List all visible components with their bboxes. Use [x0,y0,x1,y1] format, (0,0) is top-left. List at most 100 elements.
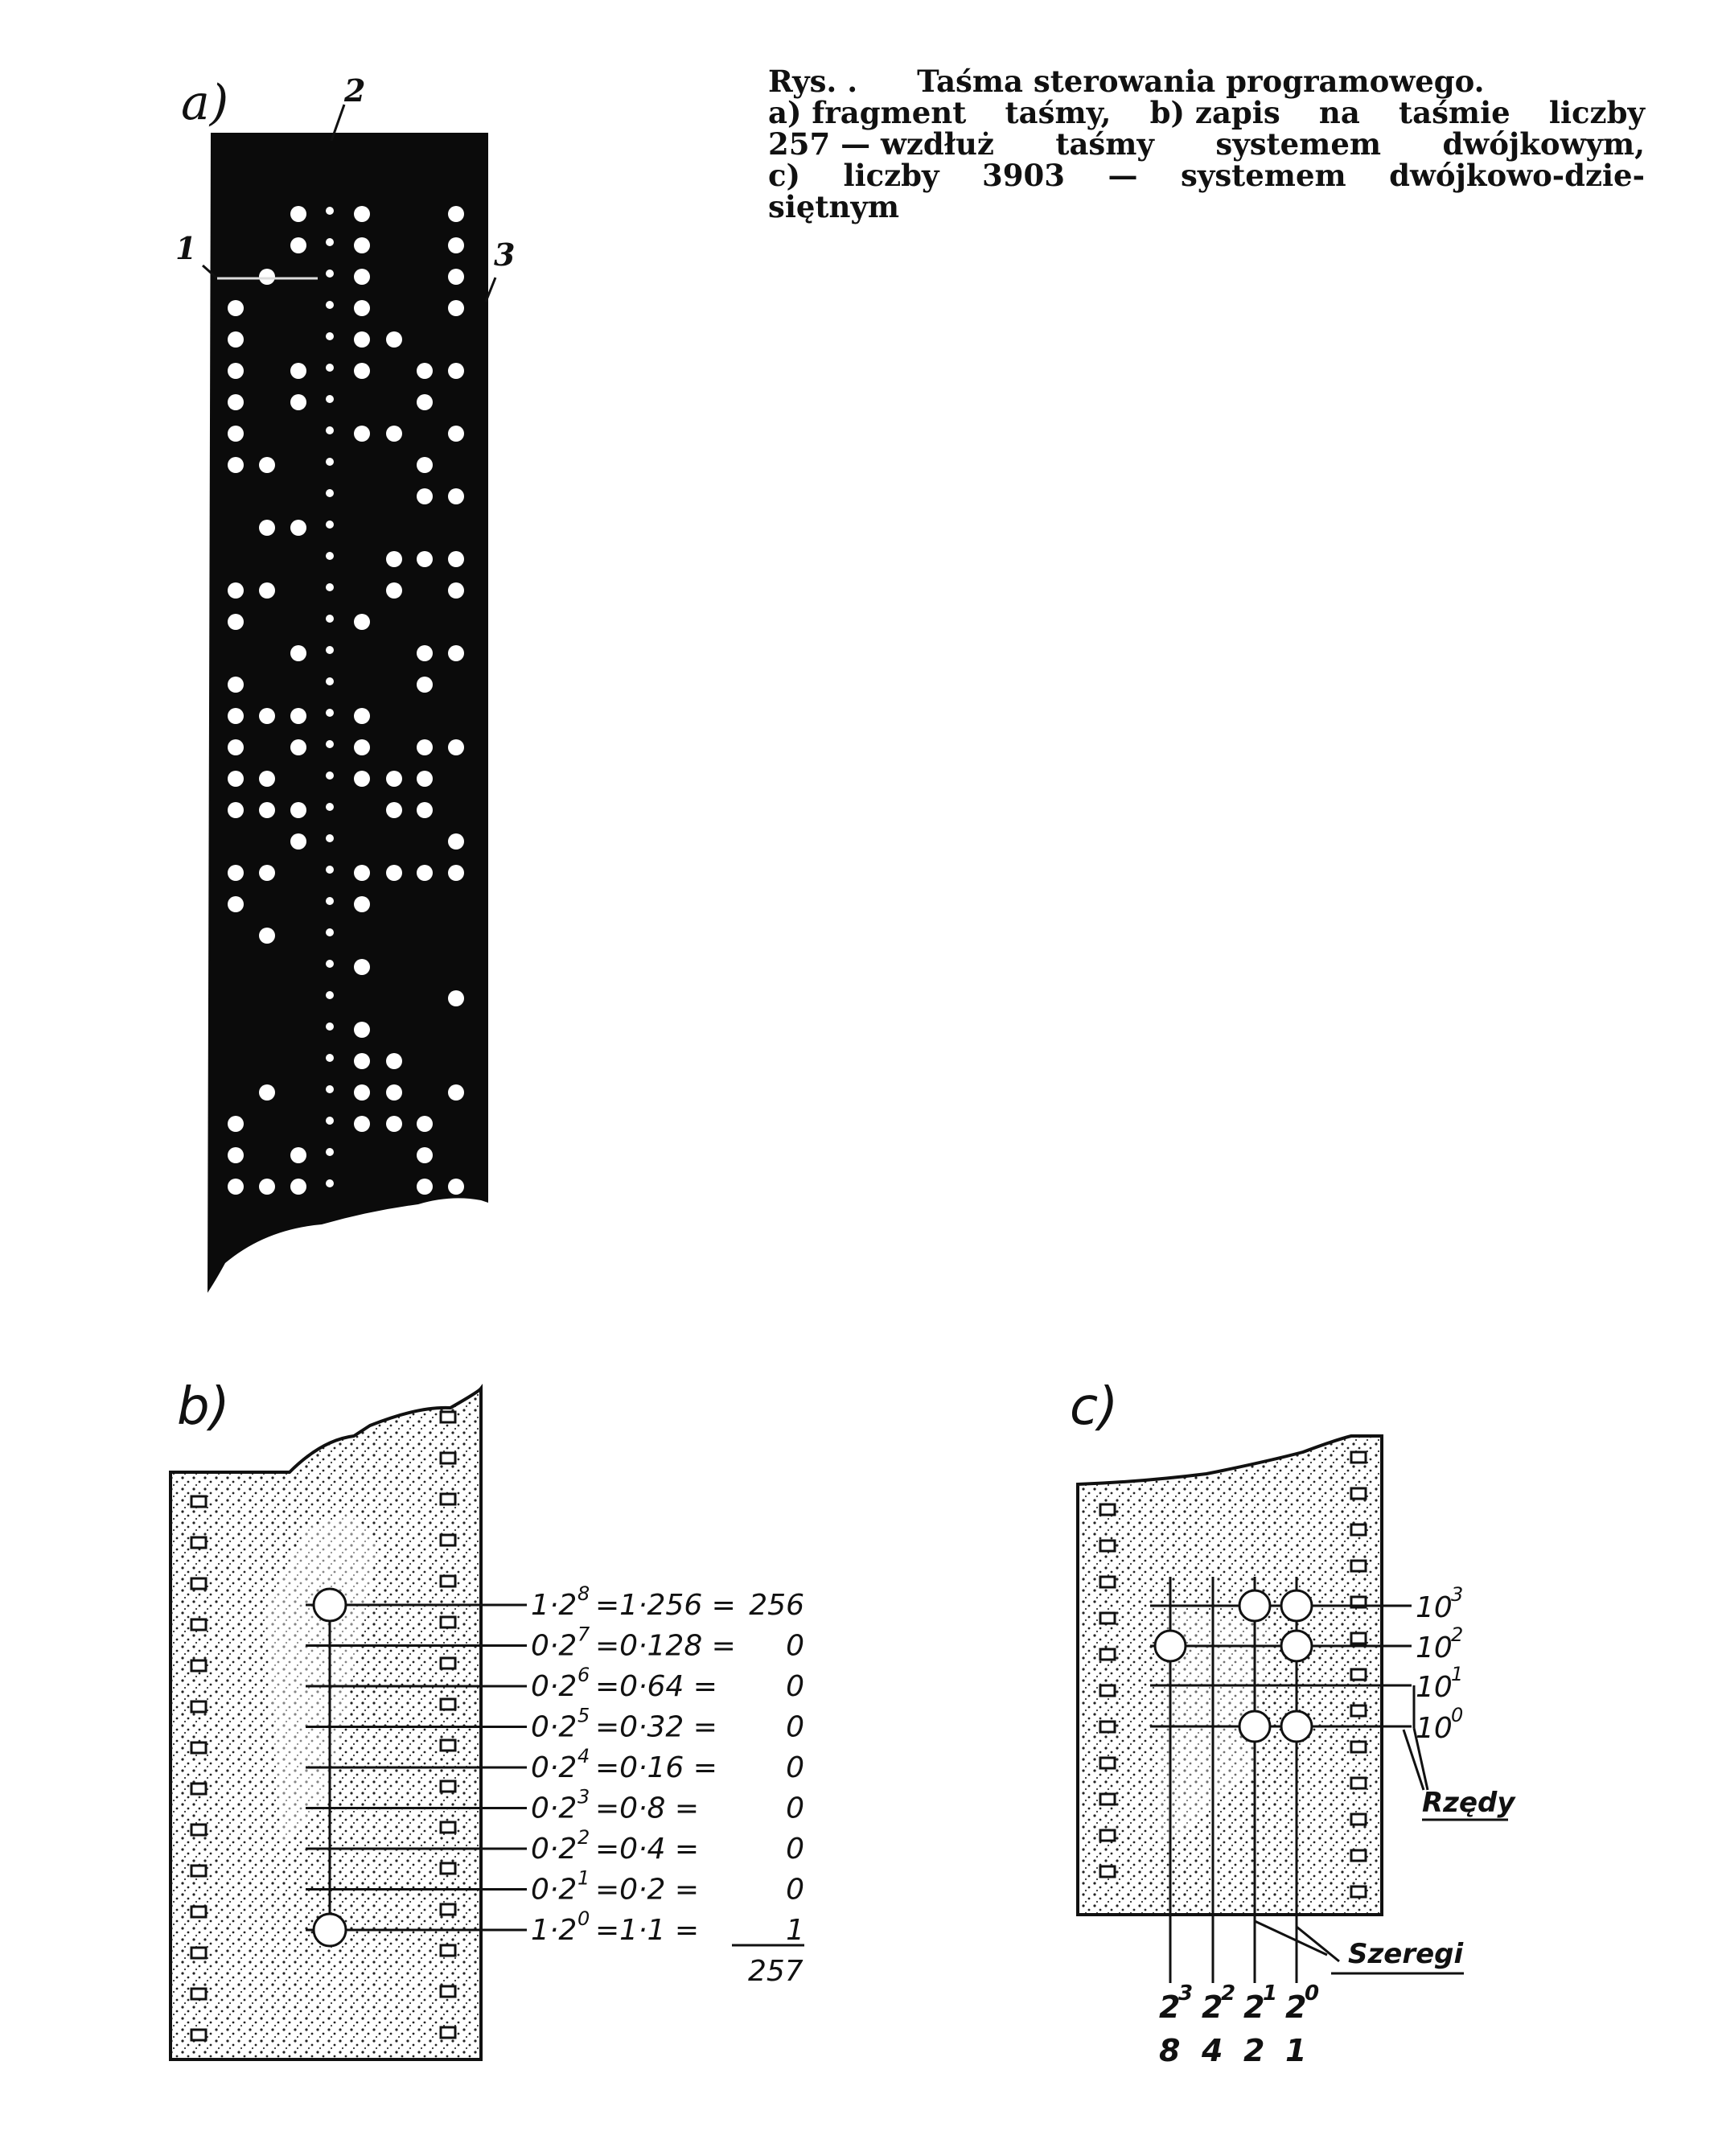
code-hole [386,865,402,881]
panel-b-label: b) [177,1377,230,1437]
code-hole [417,363,433,379]
columns-label: Szeregi [1348,1938,1465,1970]
bit-term: 0·2 [531,1711,577,1744]
code-hole [228,331,244,348]
column-power-exponent: 0 [1305,1981,1319,2006]
sprocket-hole [1350,1776,1367,1790]
code-hole [386,426,402,442]
sprocket-hole [190,1905,208,1919]
sprocket-hole [190,1618,208,1631]
code-hole [354,331,370,348]
code-hole [448,865,464,881]
code-hole [290,833,306,850]
callout-2: 2 [343,72,365,109]
feed-hole [326,552,334,560]
column-power-exponent: 1 [1263,1981,1277,2006]
rows-label: Rzędy [1422,1787,1516,1819]
sprocket-hole [190,1741,208,1755]
sprocket-hole [190,1864,208,1878]
code-hole [417,802,433,818]
row-label-exponent: 3 [1451,1583,1463,1606]
code-hole [290,1147,306,1163]
bit-product: 0 [786,1833,804,1866]
code-hole [354,708,370,724]
bit-exponent: 8 [577,1582,590,1605]
sprocket-hole [1350,1849,1367,1862]
bit-product: 256 [749,1589,804,1622]
code-hole [417,739,433,755]
code-hole [228,1147,244,1163]
code-hole [386,1084,402,1101]
sprocket-hole [1099,1611,1116,1625]
sprocket-hole [1099,1829,1116,1842]
code-hole [417,457,433,473]
caption-title: Taśma sterowania programowego. [917,64,1485,99]
sprocket-hole [1350,1631,1367,1645]
feed-hole [326,270,334,278]
column-power: 2 [1243,1989,1264,2025]
caption-word: siętnym [768,189,900,224]
code-hole [354,771,370,787]
feed-hole [326,677,334,685]
code-hole [386,771,402,787]
code-hole [228,802,244,818]
code-hole [448,488,464,504]
code-hole [448,237,464,253]
code-hole [448,1179,464,1195]
caption-line-4: siętnym [768,191,1645,223]
sprocket-hole [439,1821,457,1834]
feed-hole [326,332,334,340]
code-hole [354,739,370,755]
sprocket-hole [439,1862,457,1875]
punched-hole [1153,1629,1187,1663]
panel-c-label: c) [1070,1377,1118,1437]
column-value: 1 [1285,2033,1306,2068]
column-value: 2 [1243,2033,1264,2068]
row-label: 10 [1416,1591,1453,1624]
caption-word: c) [768,158,801,193]
bit-weight: =1·256 = [595,1589,736,1622]
code-hole [290,394,306,410]
bit-term: 1·2 [531,1589,577,1622]
punched-hole [1238,1589,1272,1623]
code-hole [354,959,370,975]
tape-c-highlight [1158,1609,1271,1850]
feed-hole [326,1054,334,1062]
feed-hole [326,834,334,842]
callout-line-3 [484,277,497,302]
bit-exponent: 0 [577,1907,590,1930]
feed-hole [326,458,334,466]
panel-c-sprockets [1099,1450,1367,1899]
code-hole [386,802,402,818]
sprocket-hole [190,2028,208,2042]
code-hole [386,1116,402,1132]
feed-hole [326,1022,334,1031]
caption-prefix: Rys. . [768,64,858,99]
code-hole [259,269,275,285]
panel-a: a) 1 2 3 [175,72,515,1293]
code-hole [290,645,306,661]
code-hole [259,928,275,944]
sprocket-hole [1350,1487,1367,1500]
sprocket-hole [1099,1539,1116,1553]
code-hole [386,331,402,348]
tape-c [1076,1434,1383,1916]
code-hole [228,582,244,599]
code-hole [417,645,433,661]
sprocket-hole [439,1944,457,1957]
caption-word: — [1108,158,1138,193]
code-hole [354,614,370,630]
punched-hole [312,1587,347,1623]
sprocket-hole [439,1985,457,1998]
code-hole [354,300,370,316]
sprocket-hole [439,1533,457,1547]
feed-hole [326,897,334,905]
code-hole [417,677,433,693]
sprocket-hole [1099,1865,1116,1878]
sprocket-hole [190,1946,208,1960]
bit-exponent: 2 [577,1826,590,1849]
